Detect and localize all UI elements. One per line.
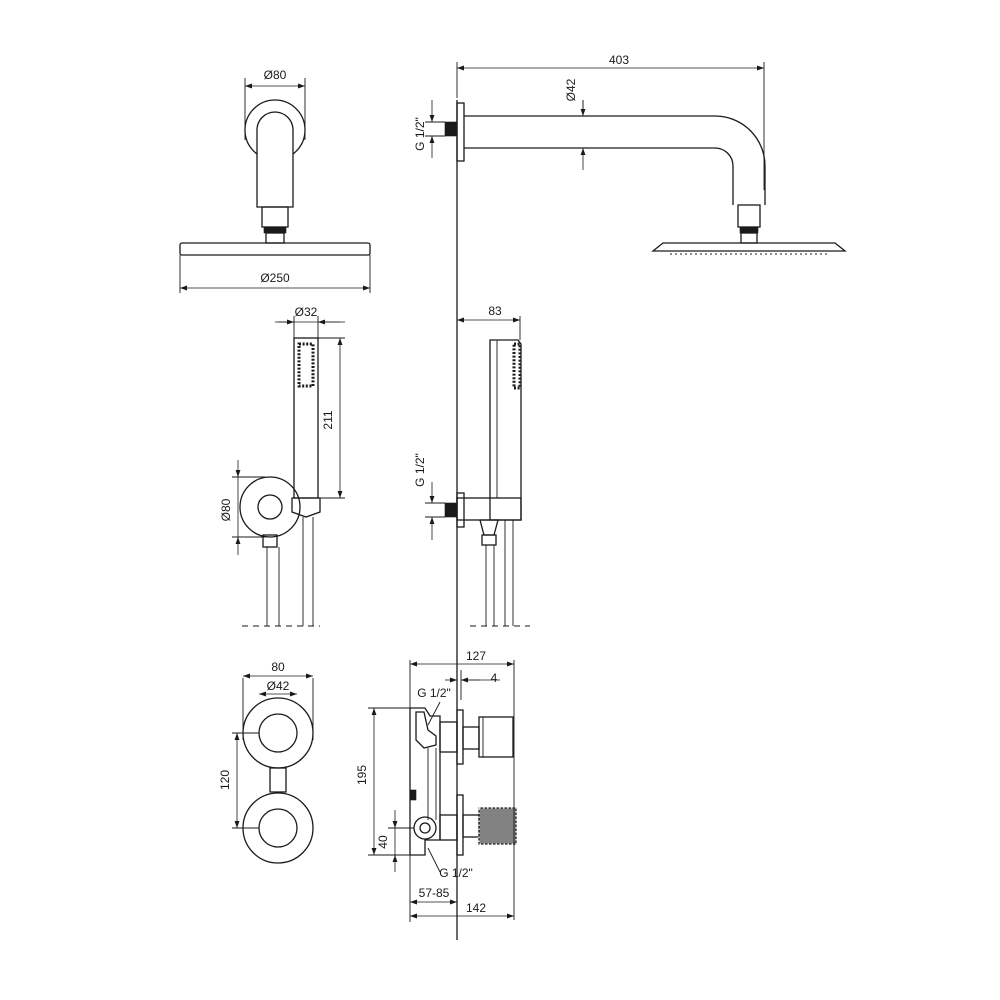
dim-arm-thread: G 1/2" [413,117,427,151]
dim-total-depth: 142 [466,901,486,915]
dim-outlet-height: 40 [376,835,390,849]
dim-hand-shower-dia: Ø32 [295,305,318,319]
dim-plate-thickness: 4 [491,671,498,685]
dim-bottom-thread: G 1/2" [439,866,473,880]
dim-hand-thread: G 1/2" [413,453,427,487]
overhead-shower-front-view: Ø80 Ø250 [179,68,371,293]
hand-shower-side-view: 83 G 1/2" [413,304,530,627]
dim-body-height: 195 [355,765,369,785]
dim-arm-length: 403 [609,53,629,67]
dim-head-arm-dia: Ø80 [264,68,287,82]
dim-install-depth: 57-85 [419,886,450,900]
dim-knob-dia: Ø42 [267,679,290,693]
dim-holder-dia: Ø80 [219,498,233,521]
dim-plate-width: 80 [271,660,285,674]
overhead-shower-side-view: 403 G 1/2" Ø42 [413,53,847,255]
mixer-front-view: 80 Ø42 120 [218,660,314,864]
dim-knob-spacing: 120 [218,770,232,790]
dim-body-depth: 127 [466,649,486,663]
mixer-side-view: 127 4 G 1/2" G 1/2" 195 [355,649,517,922]
dim-hand-projection: 83 [488,304,502,318]
dim-top-thread: G 1/2" [417,686,451,700]
dim-hand-shower-len: 211 [321,410,335,429]
dim-head-dia: Ø250 [260,271,290,285]
dim-arm-tube-dia: Ø42 [564,78,578,101]
hand-shower-front-view: Ø32 211 Ø80 [219,305,345,627]
